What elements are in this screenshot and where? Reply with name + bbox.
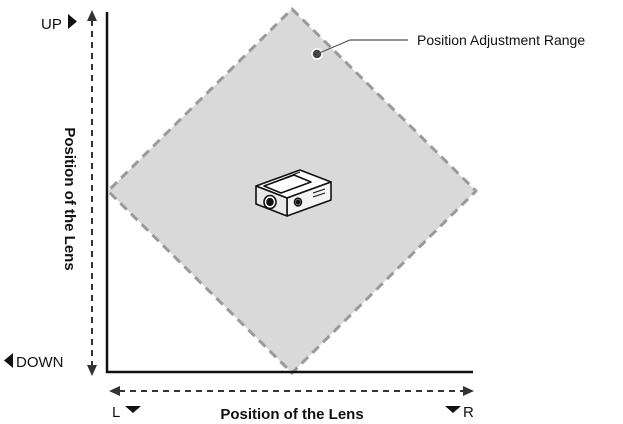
- vertical-axis-title: Position of the Lens: [61, 127, 78, 270]
- up-triangle-icon: [68, 14, 77, 29]
- horizontal-axis-title: Position of the Lens: [220, 406, 363, 423]
- down-label: DOWN: [16, 354, 64, 371]
- right-label: R: [463, 404, 474, 421]
- up-label: UP: [41, 16, 62, 33]
- left-down-triangle-icon: [125, 406, 141, 413]
- down-triangle-icon: [4, 353, 13, 368]
- position-adjustment-range-label: Position Adjustment Range: [417, 32, 585, 48]
- horizontal-range-arrow: [109, 386, 474, 396]
- vertical-range-arrow: [87, 10, 97, 376]
- range-callout: [311, 39, 408, 60]
- left-label: L: [112, 404, 120, 421]
- right-down-triangle-icon: [445, 406, 461, 413]
- projector-icon: [255, 169, 332, 217]
